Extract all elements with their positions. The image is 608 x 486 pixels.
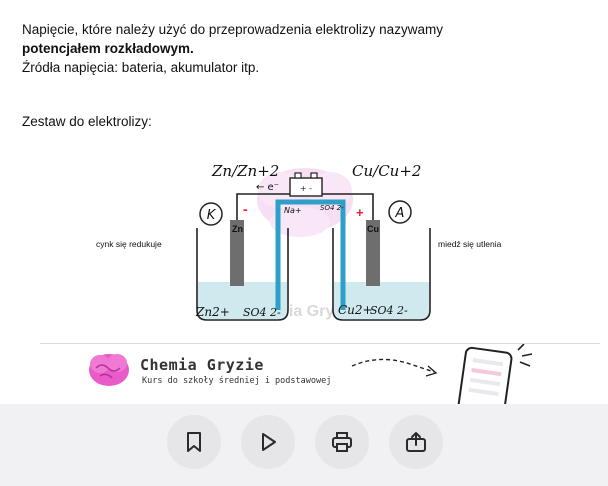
battery: [289, 177, 323, 197]
anode-circle: [388, 200, 412, 224]
share-button[interactable]: [389, 415, 443, 469]
right-ion-so4: SO4 2-: [370, 304, 408, 317]
intro-text: Napięcie, które należy użyć do przeprowa…: [22, 20, 582, 77]
promo-subtitle: Kurs do szkoły średniej i podstawowej: [142, 376, 332, 386]
bottom-toolbar: [0, 404, 608, 486]
left-beaker: [196, 228, 289, 321]
bridge-so4-label: SO4 2-: [320, 204, 344, 212]
anode-label: A: [395, 206, 405, 221]
minus-sign: -: [243, 201, 248, 217]
right-beaker: [332, 228, 431, 321]
left-ion-so4: SO4 2-: [243, 306, 281, 319]
salt-bridge: [275, 199, 346, 310]
electron-flow-label: ← e⁻: [256, 182, 279, 193]
left-couple-label: Zn/Zn+2: [211, 162, 279, 180]
electrolysis-diagram: cynk się redukuje miedź się utlenia Chem…: [0, 150, 608, 340]
plus-sign: +: [356, 205, 364, 220]
left-side-label: cynk się redukuje: [96, 239, 162, 249]
print-icon: [332, 432, 352, 452]
left-solution: [198, 282, 287, 319]
right-wire: [322, 193, 374, 220]
divider: [40, 343, 600, 344]
electrolysis-drawing: Chemia Gryzie + - Zn Cu - +: [195, 162, 431, 321]
cathode-circle: [199, 202, 223, 226]
promo-banner[interactable]: [0, 344, 608, 406]
promo-title: Chemia Gryzie: [140, 356, 264, 374]
play-icon: [262, 433, 276, 451]
right-side-label: miedź się utlenia: [438, 239, 502, 249]
share-icon: [406, 432, 426, 452]
intro-line-1: Napięcie, które należy użyć do przeprowa…: [22, 22, 443, 37]
arrow-icon: [351, 358, 438, 377]
right-solution: [334, 282, 429, 319]
zn-electrode-label: Zn: [232, 224, 243, 234]
section-title: Zestaw do elektrolizy:: [22, 114, 152, 129]
intro-line-3: Źródła napięcia: bateria, akumulator itp…: [22, 60, 260, 75]
brain-logo-icon: [89, 354, 129, 386]
bridge-na-label: Na+: [284, 206, 302, 215]
phone-illustration-icon: [457, 344, 533, 406]
play-button[interactable]: [241, 415, 295, 469]
right-couple-label: Cu/Cu+2: [352, 162, 421, 180]
cathode-label: K: [207, 208, 217, 223]
left-wire: [236, 193, 290, 220]
copper-electrode: [366, 220, 380, 286]
bookmark-button[interactable]: [167, 415, 221, 469]
print-button[interactable]: [315, 415, 369, 469]
right-ion-cu: Cu2+: [338, 303, 373, 317]
left-ion-zn: Zn2+: [195, 305, 230, 319]
cu-electrode-label: Cu: [367, 224, 379, 234]
zinc-electrode: [230, 220, 244, 286]
content-card: Napięcie, które należy użyć do przeprowa…: [0, 20, 608, 406]
intro-line-2: potencjałem rozkładowym.: [22, 41, 194, 56]
svg-text:+ -: + -: [300, 184, 312, 193]
bookmark-icon: [187, 432, 201, 452]
